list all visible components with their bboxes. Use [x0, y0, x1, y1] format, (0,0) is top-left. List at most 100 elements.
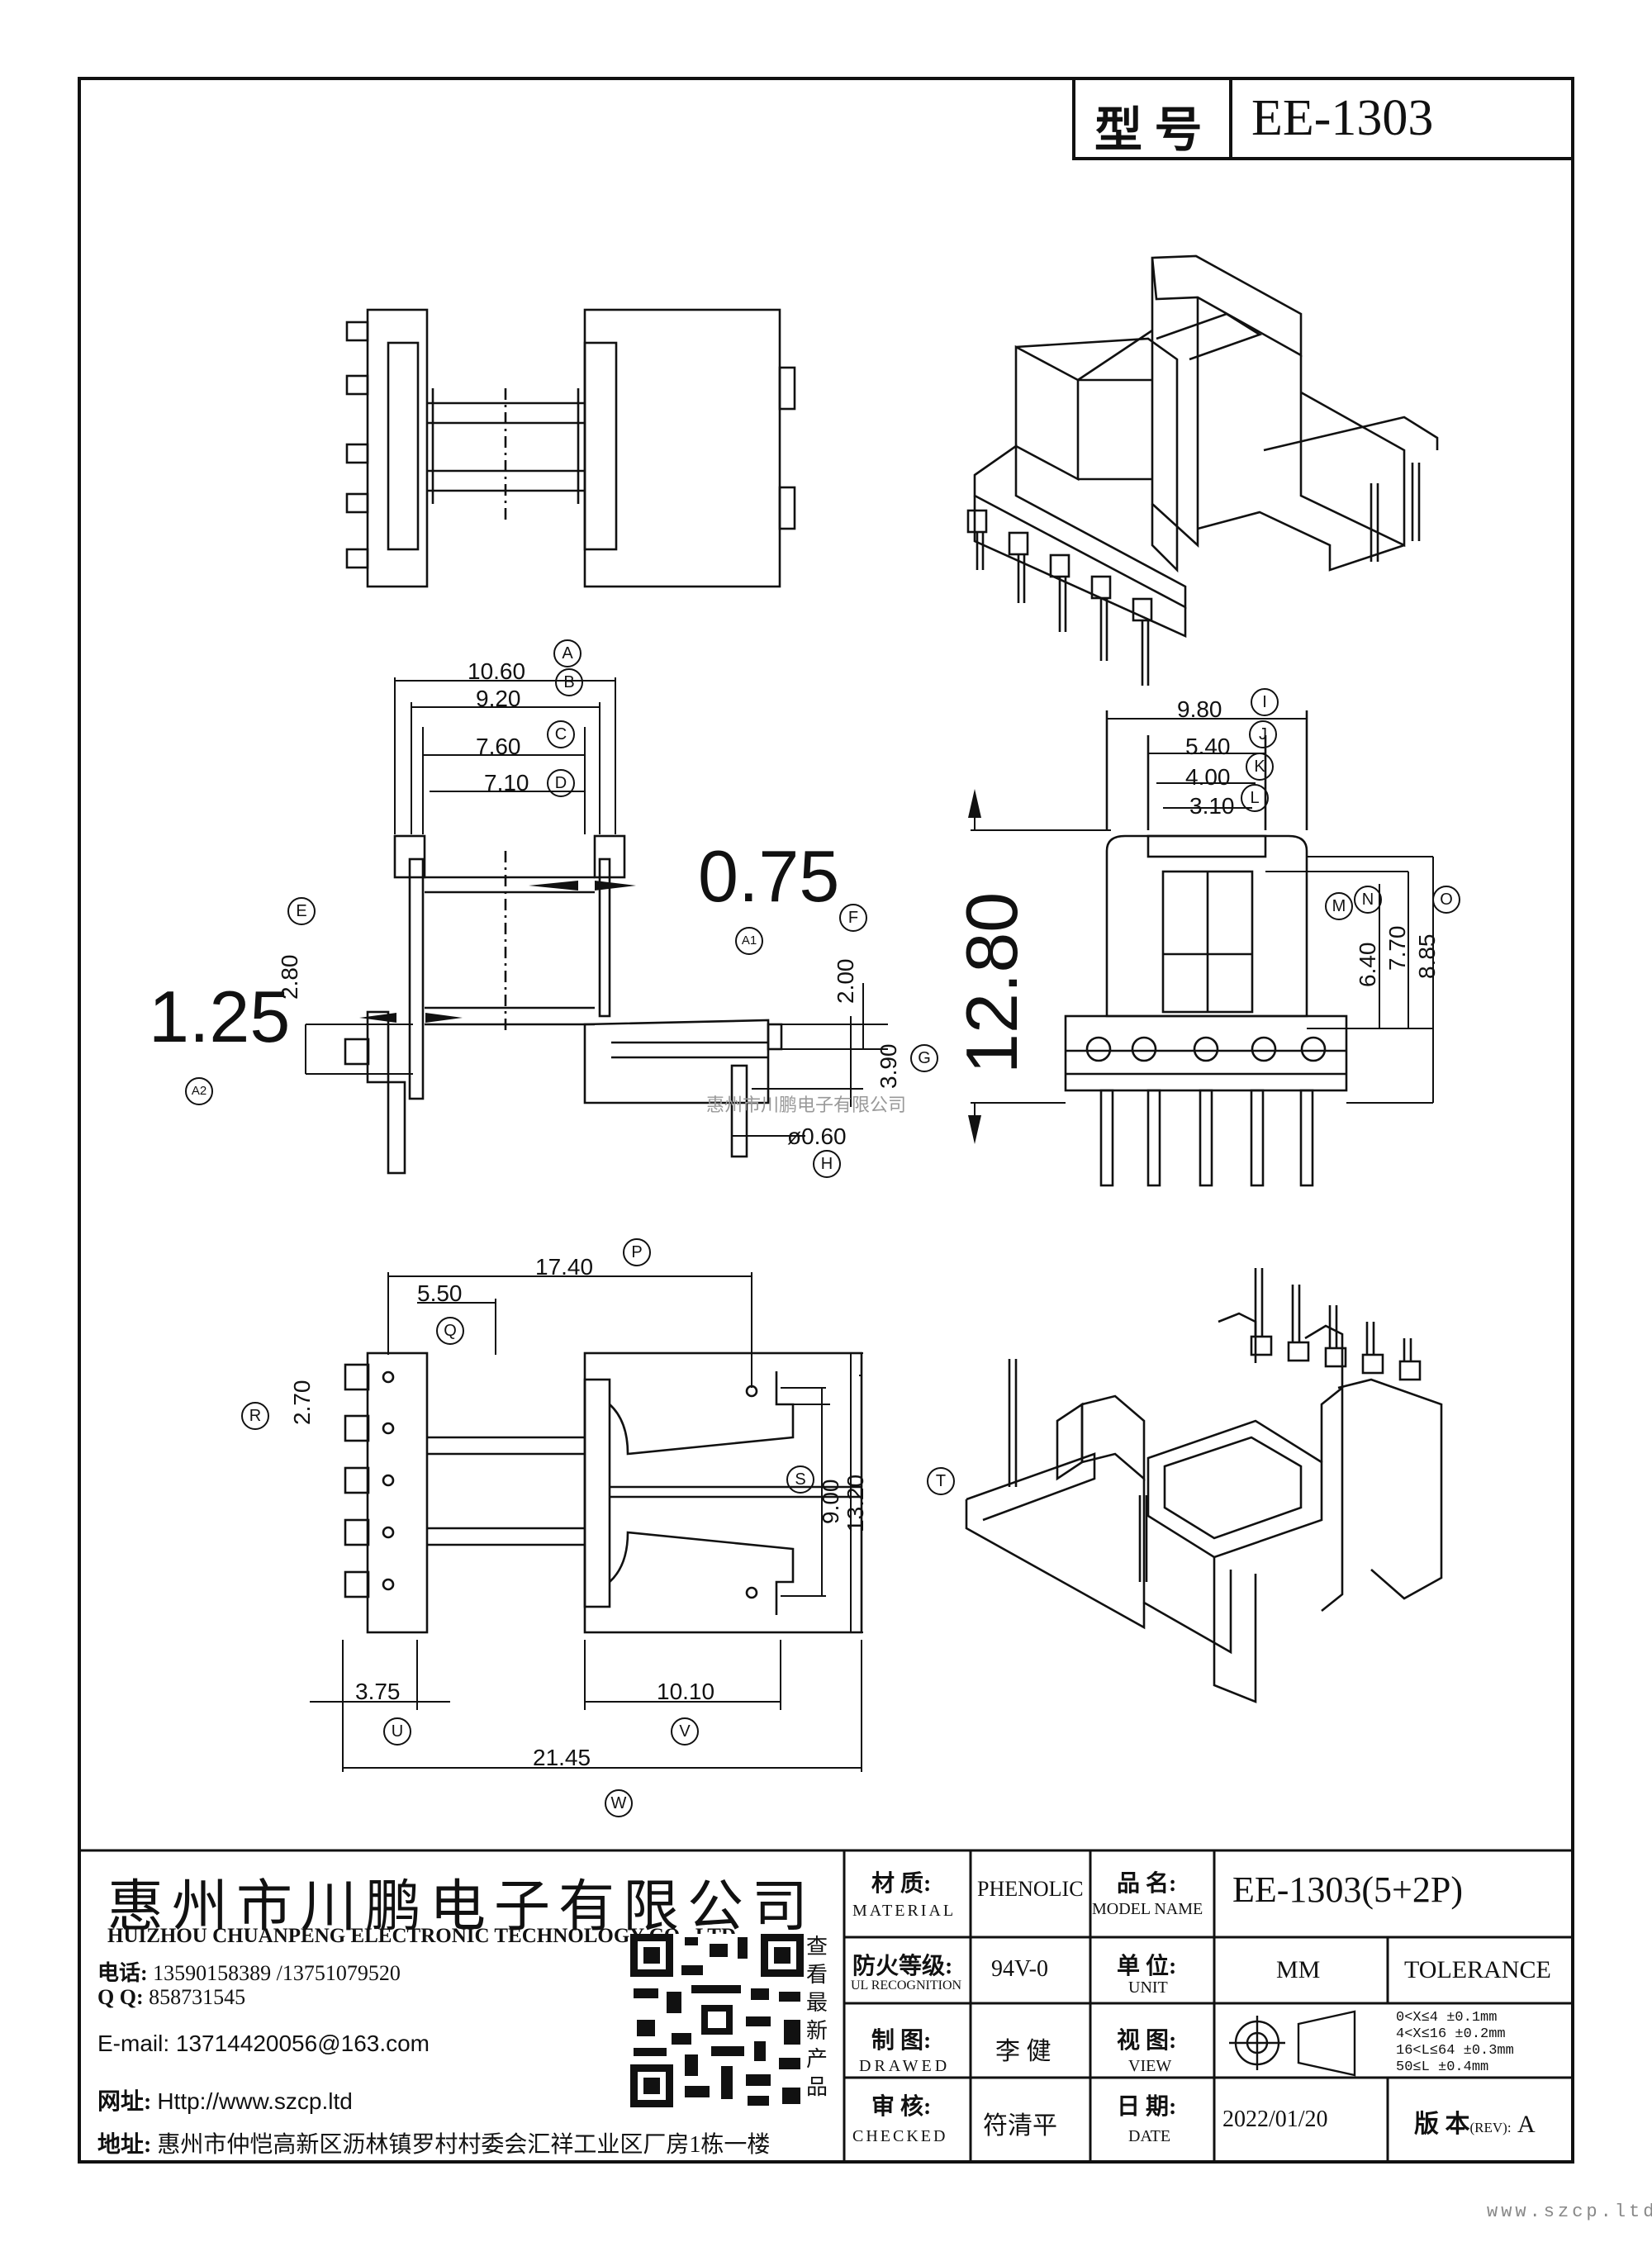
qq-value: 858731545 [149, 1985, 246, 2009]
company-name-cn: 惠州市川鹏电子有限公司 [107, 1875, 817, 1938]
dim-tag-f: F [839, 904, 867, 932]
dim-tag-o: O [1432, 886, 1460, 914]
dim-tag-d: D [547, 769, 575, 797]
rev-value: A [1517, 2111, 1536, 2138]
tolerance-table: 0<X≤4 ±0.1mm 4<X≤16 ±0.2mm 16<L≤64 ±0.3m… [1396, 2010, 1514, 2076]
dim-u: 3.75 [355, 1679, 401, 1704]
company-address: 地址: 惠州市仲恺高新区沥林镇罗村村委会汇祥工业区厂房1栋一楼 [97, 2126, 770, 2159]
dim-tag-h: H [813, 1150, 841, 1178]
dim-tag-q: Q [436, 1317, 464, 1345]
isometric-view-top [966, 254, 1439, 686]
drawn-label-cn: 制 图: [871, 2028, 932, 2054]
company-web: 网址: Http://www.szcp.ltd [97, 2083, 353, 2116]
projection-view-symbol [1229, 2010, 1356, 2077]
dim-a1-value: 1.25 [149, 976, 291, 1057]
dim-tag-w: W [605, 1789, 633, 1817]
dim-tag-a: A [553, 639, 582, 667]
company-email: E-mail: 13714420056@163.com [97, 2031, 430, 2056]
addr-label: 地址: [97, 2132, 152, 2158]
view-label-cn: 视 图: [1117, 2028, 1177, 2054]
dim-q: 5.50 [417, 1280, 463, 1306]
title-block [79, 1849, 1573, 2162]
qr-code[interactable] [630, 1934, 804, 2107]
dim-k: 4.00 [1185, 764, 1231, 790]
dim-tag-j: J [1249, 720, 1277, 748]
dimension-arrows [359, 789, 981, 1144]
date-label-en: DATE [1128, 2127, 1171, 2145]
dim-tag-v: V [671, 1717, 699, 1746]
tolerance-row: 50≤L ±0.4mm [1396, 2059, 1489, 2075]
site-footer: www.szcp.ltd [1487, 2202, 1652, 2222]
dim-tag-k: K [1246, 753, 1274, 781]
model-label-cn: 品 名: [1117, 1871, 1177, 1897]
checked-label-cn: 审 核: [871, 2094, 932, 2120]
addr-value: 惠州市仲恺高新区沥林镇罗村村委会汇祥工业区厂房1栋一楼 [157, 2132, 771, 2158]
dim-tag-a2: A2 [185, 1077, 213, 1105]
company-tel: 电话: 13590158389 /13751079520 [97, 1956, 401, 1987]
dim-b: 9.20 [476, 686, 521, 711]
dim-tag-t: T [927, 1467, 955, 1495]
model-header-value: EE-1303 [1251, 90, 1434, 146]
dim-tag-s: S [786, 1465, 814, 1494]
bottom-view-drawing [344, 1351, 863, 1634]
web-label: 网址: [97, 2089, 152, 2115]
dim-tag-u: U [383, 1717, 411, 1746]
web-value[interactable]: Http://www.szcp.ltd [157, 2088, 353, 2114]
date-label-cn: 日 期: [1117, 2094, 1177, 2120]
dim-p: 17.40 [535, 1254, 594, 1280]
dim-r: 2.70 [289, 1380, 315, 1426]
drawn-value: 李 健 [995, 2038, 1051, 2065]
dim-n: 7.70 [1384, 925, 1410, 971]
side-view-drawing [344, 834, 783, 1175]
tolerance-row: 4<X≤16 ±0.2mm [1396, 2026, 1506, 2042]
dim-tag-m: M [1325, 892, 1353, 920]
dim-tag-i: I [1251, 688, 1279, 716]
view-label-en: VIEW [1128, 2057, 1172, 2075]
tel-value: 13590158389 /13751079520 [153, 1961, 401, 1985]
unit-value: MM [1276, 1956, 1321, 1983]
unit-label-cn: 单 位: [1117, 1954, 1177, 1979]
unit-label-en: UNIT [1128, 1978, 1168, 1997]
tolerance-row: 16<L≤64 ±0.3mm [1396, 2043, 1514, 2059]
dim-f: 0.75 [698, 835, 840, 917]
dim-tag-e: E [287, 897, 316, 925]
revision: 版 本(REV): A [1414, 2103, 1536, 2140]
dim-j: 5.40 [1185, 734, 1231, 759]
qr-caption: 查 看 最 新 产 品 [806, 1935, 828, 2099]
dim-e: 2.80 [277, 954, 302, 1000]
material-label-cn: 材 质: [871, 1871, 932, 1897]
fire-value: 94V-0 [991, 1956, 1048, 1982]
top-view-drawing [345, 308, 796, 588]
dim-l: 3.10 [1189, 793, 1235, 819]
isometric-view-bottom [965, 1268, 1443, 1703]
dimension-lines [305, 677, 1434, 1772]
tel-label: 电话: [97, 1961, 148, 1985]
dim-g-top: 2.00 [833, 958, 858, 1005]
fire-label-cn: 防火等级: [852, 1954, 953, 1979]
qq-label: Q Q: [97, 1985, 144, 2009]
dim-tag-b: B [555, 668, 583, 696]
dim-m: 6.40 [1355, 942, 1380, 988]
watermark: 惠州市川鹏电子有限公司 [706, 1095, 907, 1115]
dim-d: 7.10 [484, 770, 529, 796]
tolerance-row: 0<X≤4 ±0.1mm [1396, 2010, 1498, 2026]
dim-h: ø0.60 [787, 1123, 847, 1149]
model-header-box [1072, 77, 1574, 160]
tolerance-label: TOLERANCE [1404, 1956, 1551, 1983]
dim-tag-g: G [910, 1044, 938, 1072]
dim-tag-l: L [1241, 784, 1269, 812]
dim-tag-a1: A1 [735, 927, 763, 955]
dim-w: 21.45 [533, 1745, 591, 1770]
model-label-en: MODEL NAME [1092, 1900, 1203, 1918]
drawn-label-en: DRAWED [859, 2057, 951, 2075]
checked-value: 符清平 [983, 2112, 1057, 2140]
dim-o: 8.85 [1414, 933, 1440, 980]
company-qq: Q Q: 858731545 [97, 1985, 245, 2010]
dim-i: 9.80 [1177, 696, 1222, 722]
rev-label: 版 本 [1414, 2111, 1470, 2138]
checked-label-en: CHECKED [852, 2127, 948, 2145]
rev-small: (REV): [1469, 2120, 1512, 2135]
dim-tag-c: C [547, 720, 575, 748]
date-value: 2022/01/20 [1222, 2107, 1328, 2132]
dim-v: 10.10 [657, 1679, 715, 1704]
